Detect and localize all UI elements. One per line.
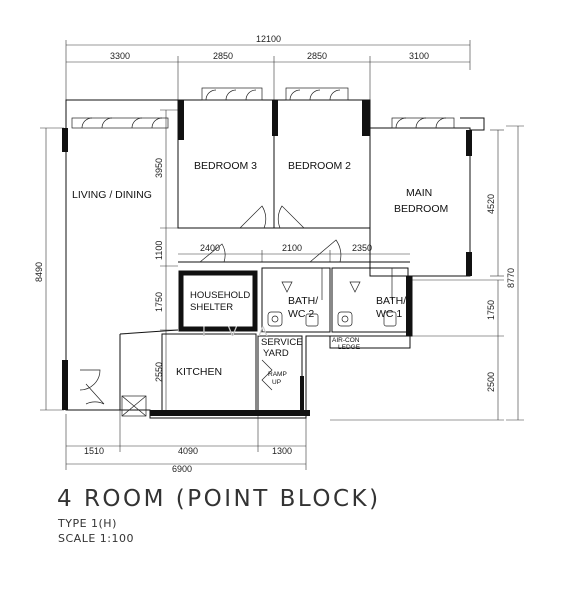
dim-top-3: 2850 [307, 51, 327, 61]
label-living-dining: LIVING / DINING [72, 189, 152, 201]
dim-overall-width: 12100 [256, 34, 281, 44]
plan-scale: SCALE 1:100 [58, 532, 134, 545]
label-service-2: YARD [263, 348, 289, 359]
label-bedroom-3: BEDROOM 3 [194, 160, 257, 172]
label-ramp-2: UP [272, 379, 281, 386]
dim-right-4520: 4520 [486, 194, 496, 214]
floor-plan: 12100 3300 2850 2850 3100 8490 3950 1100… [34, 34, 524, 474]
dim-bottom-3: 1300 [272, 446, 292, 456]
dim-bottom-1: 1510 [84, 446, 104, 456]
dim-right-1750: 1750 [486, 300, 496, 320]
windows [71, 87, 455, 129]
dim-left-overall: 8490 [34, 262, 44, 282]
label-bedroom-2: BEDROOM 2 [288, 160, 351, 172]
dim-mid-1: 2400 [200, 243, 220, 253]
dim-left-3950: 3950 [154, 158, 164, 178]
label-kitchen: KITCHEN [176, 366, 222, 378]
label-aircon-2: LEDGE [338, 344, 361, 351]
label-bath-2-1: BATH/ [288, 295, 318, 307]
label-aircon-1: AIR-CON [332, 337, 360, 344]
dim-top-4: 3100 [409, 51, 429, 61]
dim-right-2500: 2500 [486, 372, 496, 392]
dim-top-1: 3300 [110, 51, 130, 61]
plan-title: 4 ROOM (POINT BLOCK) [57, 486, 381, 512]
label-household-2: SHELTER [190, 302, 233, 313]
label-service-1: SERVICE [261, 337, 303, 348]
room-labels: LIVING / DINING BEDROOM 3 BEDROOM 2 MAIN… [72, 160, 448, 386]
label-ramp-1: RAMP [268, 371, 287, 378]
door-swings [79, 205, 342, 417]
dim-left-1100: 1100 [154, 241, 164, 260]
dim-right-8770: 8770 [506, 268, 516, 288]
label-bath-1-2: WC 1 [376, 308, 402, 320]
watermark: IVA [202, 323, 290, 339]
label-bath-2-2: WC 2 [288, 308, 314, 320]
heavy-walls [62, 100, 472, 416]
label-household-1: HOUSEHOLD [190, 290, 250, 301]
household-shelter-walls [178, 270, 258, 332]
label-main-bedroom-1: MAIN [406, 187, 432, 199]
label-main-bedroom-2: BEDROOM [394, 203, 448, 215]
plan-type: TYPE 1(H) [58, 517, 117, 530]
dimension-lines [40, 40, 524, 470]
dim-mid-3: 2350 [352, 243, 372, 253]
dim-left-2550: 2550 [154, 362, 164, 382]
label-bath-1-1: BATH/ [376, 295, 406, 307]
dim-left-1750: 1750 [154, 292, 164, 312]
dim-mid-2: 2100 [282, 243, 302, 253]
fixtures [267, 268, 397, 327]
dimension-labels: 12100 3300 2850 2850 3100 8490 3950 1100… [34, 34, 516, 474]
dim-top-2: 2850 [213, 51, 233, 61]
dim-bottom-overall: 6900 [172, 464, 192, 474]
dim-bottom-2: 4090 [178, 446, 198, 456]
